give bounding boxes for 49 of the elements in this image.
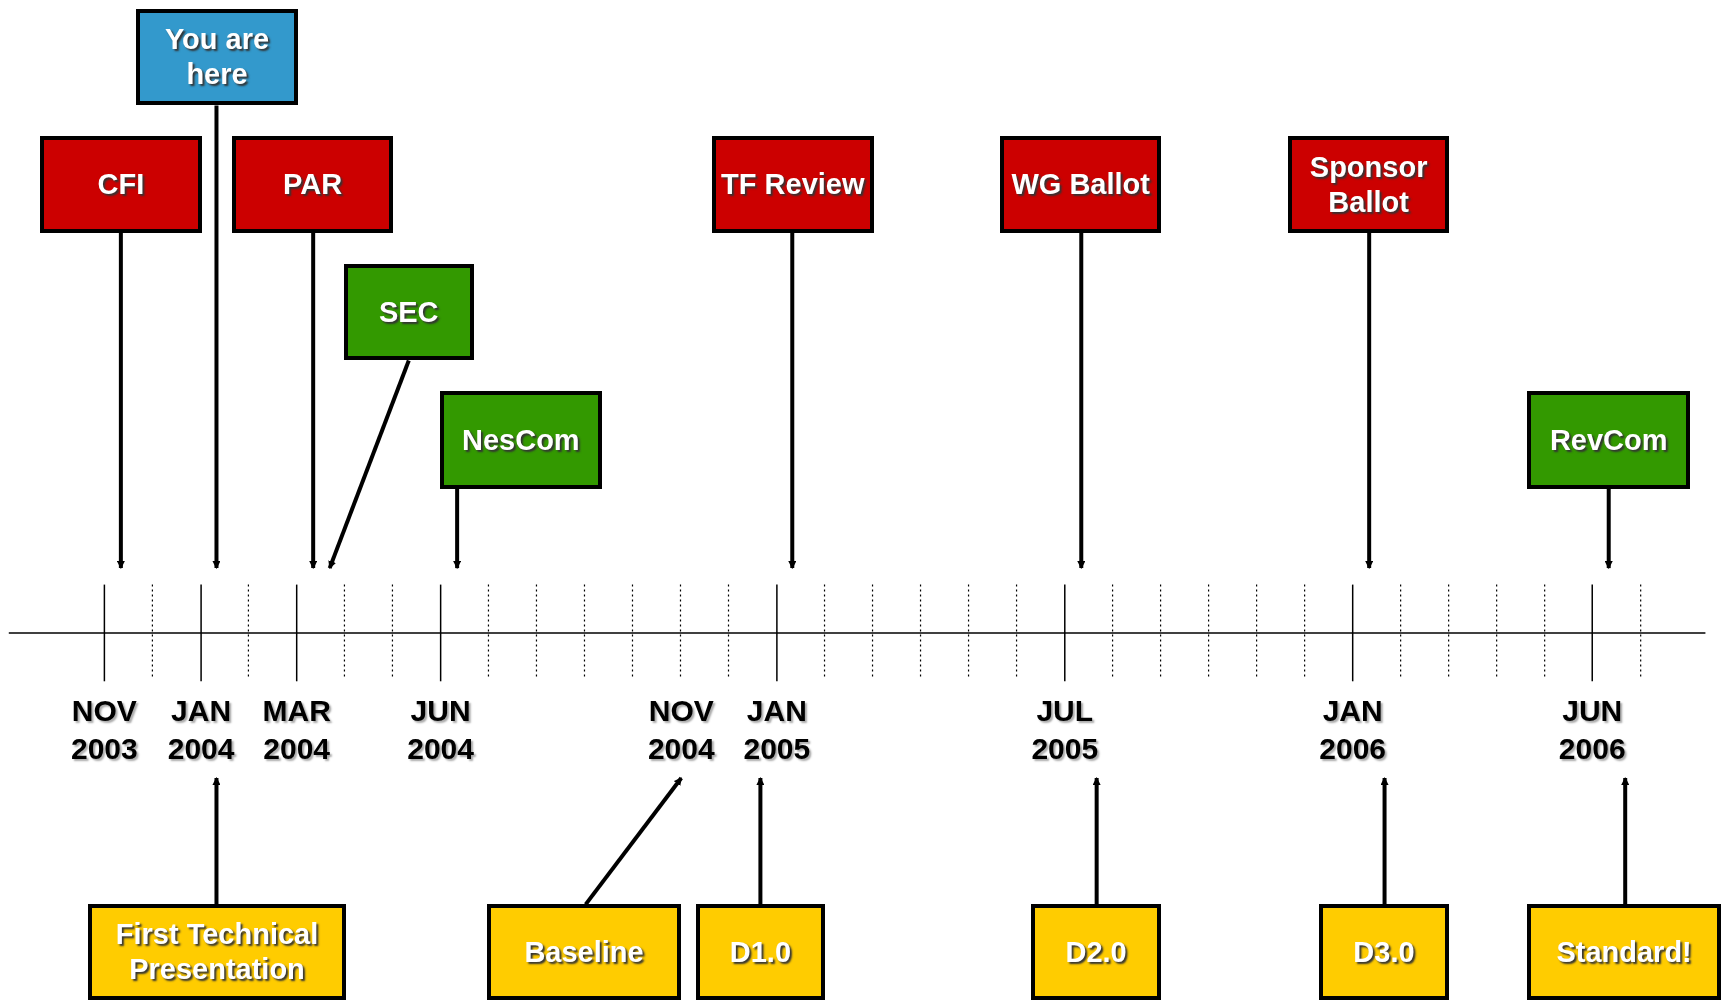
deliverable-box bbox=[1527, 904, 1721, 1000]
milestone-box bbox=[1527, 391, 1690, 489]
milestone-box bbox=[39, 136, 203, 233]
deliverable-box bbox=[1318, 904, 1450, 1000]
arrow bbox=[327, 359, 411, 570]
deliverable-box bbox=[87, 904, 347, 1000]
arrow bbox=[1092, 777, 1101, 905]
date-label: JUN 2006 bbox=[1537, 692, 1648, 768]
arrow bbox=[1621, 777, 1630, 905]
milestone-box bbox=[231, 136, 394, 233]
arrow bbox=[212, 777, 221, 905]
date-label: JAN 2006 bbox=[1297, 692, 1408, 768]
milestone-box bbox=[712, 136, 874, 233]
arrow bbox=[453, 489, 462, 570]
box-label: NesCom bbox=[462, 422, 580, 458]
box-label: SEC bbox=[378, 294, 439, 330]
box-label: WG Ballot bbox=[1011, 167, 1150, 202]
box-label: Standard! bbox=[1556, 934, 1692, 970]
deliverable-box bbox=[486, 904, 682, 1000]
arrow bbox=[309, 232, 318, 570]
box-label: First Technical Presentation bbox=[114, 917, 320, 987]
arrow bbox=[756, 777, 765, 905]
date-label: JUN 2004 bbox=[385, 692, 496, 768]
arrow bbox=[116, 232, 125, 570]
deliverable-box bbox=[695, 904, 826, 1000]
date-label: JUL 2005 bbox=[1009, 692, 1120, 768]
box-label: RevCom bbox=[1549, 422, 1668, 458]
box-label: D2.0 bbox=[1065, 934, 1127, 970]
milestone-box bbox=[439, 391, 603, 489]
arrow bbox=[584, 776, 683, 906]
arrow bbox=[1604, 489, 1613, 570]
milestone-box bbox=[999, 136, 1162, 233]
box-label: Sponsor Ballot bbox=[1308, 149, 1429, 220]
box-label: You are here bbox=[163, 22, 271, 92]
marker-box bbox=[136, 8, 298, 106]
arrow bbox=[212, 105, 221, 570]
box-label: CFI bbox=[97, 167, 145, 202]
arrow bbox=[788, 232, 797, 570]
arrow bbox=[1077, 232, 1086, 570]
box-label: PAR bbox=[283, 167, 343, 202]
box-label: D3.0 bbox=[1353, 934, 1415, 970]
arrow bbox=[1380, 777, 1389, 905]
arrow bbox=[1365, 232, 1374, 570]
milestone-box bbox=[343, 263, 474, 361]
box-label: TF Review bbox=[721, 167, 865, 202]
milestone-box bbox=[1287, 136, 1450, 233]
box-label: Baseline bbox=[524, 934, 644, 970]
box-label: D1.0 bbox=[729, 934, 791, 970]
deliverable-box bbox=[1030, 904, 1162, 1000]
